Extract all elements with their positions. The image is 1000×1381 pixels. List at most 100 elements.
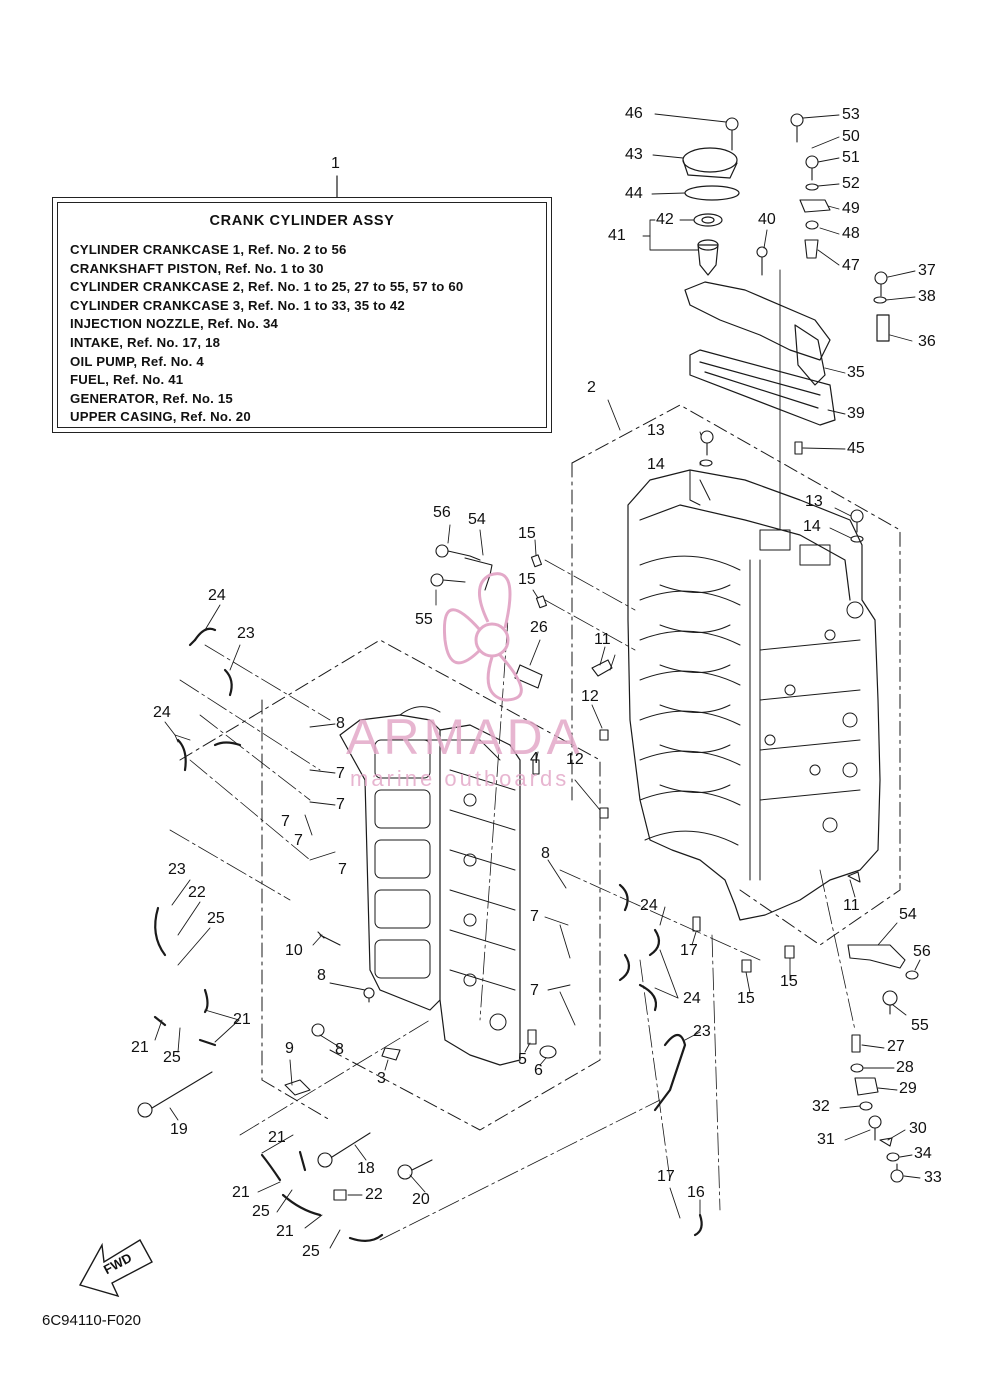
callout-label: 52 [842, 175, 860, 192]
legend-line: CYLINDER CRANKCASE 3, Ref. No. 1 to 33, … [70, 297, 405, 313]
callout-label: 20 [412, 1191, 430, 1208]
callout-label: 6 [534, 1062, 543, 1079]
callout-label: 56 [433, 504, 451, 521]
callout-label: 25 [252, 1203, 270, 1220]
callout-label: 31 [817, 1131, 835, 1148]
callout-label: 54 [899, 906, 917, 923]
callout-label: 5 [518, 1051, 527, 1068]
callout-label: 25 [207, 910, 225, 927]
callout-label: 48 [842, 225, 860, 242]
callout-label: 38 [918, 288, 936, 305]
callout-label: 9 [285, 1040, 294, 1057]
callout-label: 7 [336, 796, 345, 813]
callout-label: 43 [625, 146, 643, 163]
callout-label: 50 [842, 128, 860, 145]
callout-label: 17 [657, 1168, 675, 1185]
callout-label: 4 [530, 750, 539, 767]
callout-label: 54 [468, 511, 486, 528]
callout-label: 12 [566, 751, 584, 768]
callout-label: 49 [842, 200, 860, 217]
callout-label: 56 [913, 943, 931, 960]
callout-label: 13 [647, 422, 665, 439]
watermark-propeller [442, 572, 523, 702]
callout-label: 11 [594, 631, 611, 648]
watermark-tagline: marine outboards [350, 766, 570, 791]
callout-label: 8 [317, 967, 326, 984]
callout-label: 26 [530, 619, 548, 636]
legend-box: CRANK CYLINDER ASSY CYLINDER CRANKCASE 1… [52, 197, 552, 433]
legend-title: CRANK CYLINDER ASSY [209, 213, 395, 229]
callout-label: 36 [918, 333, 936, 350]
callout-label: 22 [365, 1186, 383, 1203]
callout-label: 25 [302, 1243, 320, 1260]
callout-label: 3 [377, 1070, 386, 1087]
callout-label: 11 [843, 897, 860, 914]
fwd-arrow [78, 1239, 153, 1298]
legend-line: GENERATOR, Ref. No. 15 [70, 390, 233, 406]
callout-label: 23 [168, 861, 186, 878]
callout-label: 27 [887, 1038, 905, 1055]
legend-line: UPPER CASING, Ref. No. 20 [70, 409, 251, 425]
callout-label: 55 [415, 611, 433, 628]
callout-label: 22 [188, 884, 206, 901]
callout-label: 17 [680, 942, 698, 959]
legend-ref-label: 1 [331, 155, 340, 172]
callout-label: 14 [647, 456, 665, 473]
cylinder-head-block [339, 706, 521, 1066]
legend-line: OIL PUMP, Ref. No. 4 [70, 353, 204, 369]
callout-label: 33 [924, 1169, 942, 1186]
callout-label: 12 [581, 688, 599, 705]
callout-label: 15 [518, 525, 536, 542]
legend-inner-border: CRANK CYLINDER ASSY CYLINDER CRANKCASE 1… [57, 202, 547, 428]
callout-label: 7 [530, 982, 539, 999]
callout-label: 21 [276, 1223, 294, 1240]
callout-label: 7 [281, 813, 290, 830]
callout-label: 21 [131, 1039, 149, 1056]
legend-list: CYLINDER CRANKCASE 1, Ref. No. 2 to 56 C… [70, 241, 463, 427]
callout-label: 7 [338, 861, 347, 878]
callout-label: 24 [683, 990, 701, 1007]
callout-label: 30 [909, 1120, 927, 1137]
callout-label: 45 [847, 440, 865, 457]
callout-label: 34 [914, 1145, 932, 1162]
callout-label: 8 [541, 845, 550, 862]
callout-label: 23 [693, 1023, 711, 1040]
legend-line: INTAKE, Ref. No. 17, 18 [70, 334, 221, 350]
callout-label: 37 [918, 262, 936, 279]
callout-label: 53 [842, 106, 860, 123]
callout-label: 13 [805, 493, 823, 510]
callout-label: 55 [911, 1017, 929, 1034]
callout-label: 21 [233, 1011, 251, 1028]
callout-label: 7 [294, 832, 303, 849]
callout-label: 15 [737, 990, 755, 1007]
hoses [153, 627, 703, 1242]
callout-label: 47 [842, 257, 860, 274]
callout-label: 14 [803, 518, 821, 535]
callout-label: 18 [357, 1160, 375, 1177]
callout-label: 7 [530, 908, 539, 925]
callout-label: 51 [842, 149, 860, 166]
callout-label: 15 [780, 973, 798, 990]
watermark-name: ARMADA [346, 709, 584, 765]
callout-label: 39 [847, 405, 865, 422]
legend-line: CYLINDER CRANKCASE 1, Ref. No. 2 to 56 [70, 242, 347, 257]
callout-label: 41 [608, 227, 626, 244]
callout-label: 8 [336, 715, 345, 732]
legend-line: FUEL, Ref. No. 41 [70, 372, 184, 388]
drawing-code: 6C94110-F020 [42, 1312, 141, 1329]
callout-label: 15 [518, 571, 536, 588]
callout-label: 19 [170, 1121, 188, 1138]
callout-label: 29 [899, 1080, 917, 1097]
legend-line: INJECTION NOZZLE, Ref. No. 34 [70, 316, 279, 332]
callout-label: 32 [812, 1098, 830, 1115]
callout-label: 7 [336, 765, 345, 782]
callout-label: 16 [687, 1184, 705, 1201]
legend-line: CRANKSHAFT PISTON, Ref. No. 1 to 30 [70, 260, 324, 276]
callout-label: 28 [896, 1059, 914, 1076]
legend-line: CYLINDER CRANKCASE 2, Ref. No. 1 to 25, … [70, 279, 464, 295]
callout-label: 24 [208, 587, 226, 604]
crankcase-block [627, 469, 881, 921]
callout-label: 2 [587, 379, 596, 396]
callout-label: 21 [268, 1129, 286, 1146]
callout-label: 23 [237, 625, 255, 642]
